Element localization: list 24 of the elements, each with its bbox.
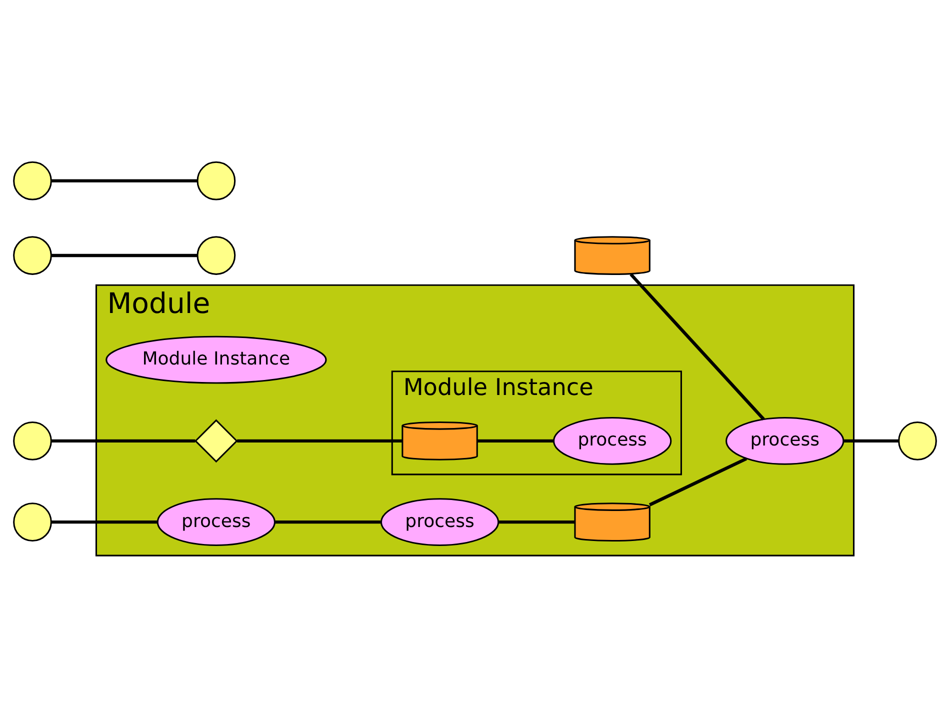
connector: [51, 438, 196, 442]
connector: [844, 438, 899, 442]
node-diamond: [194, 418, 238, 462]
connector: [51, 520, 158, 524]
node-circle: [13, 160, 52, 200]
connector: [51, 178, 198, 182]
node-circle: [196, 236, 236, 274]
node-ellipse: process: [380, 498, 500, 546]
connector: [237, 438, 402, 442]
node-ellipse: Module Instance: [106, 335, 327, 384]
connector: [630, 272, 765, 420]
node-circle: [13, 236, 52, 274]
connector: [51, 253, 198, 257]
node-ellipse: process: [552, 416, 672, 464]
connector: [478, 438, 554, 442]
node-ellipse: process: [156, 498, 276, 546]
node-circle: [898, 421, 937, 460]
node-circle: [196, 160, 236, 200]
node-circle: [13, 421, 52, 460]
connector: [274, 520, 381, 524]
node-ellipse: process: [726, 416, 844, 464]
connector: [498, 520, 575, 524]
connector: [648, 456, 748, 506]
node-circle: [13, 502, 52, 542]
